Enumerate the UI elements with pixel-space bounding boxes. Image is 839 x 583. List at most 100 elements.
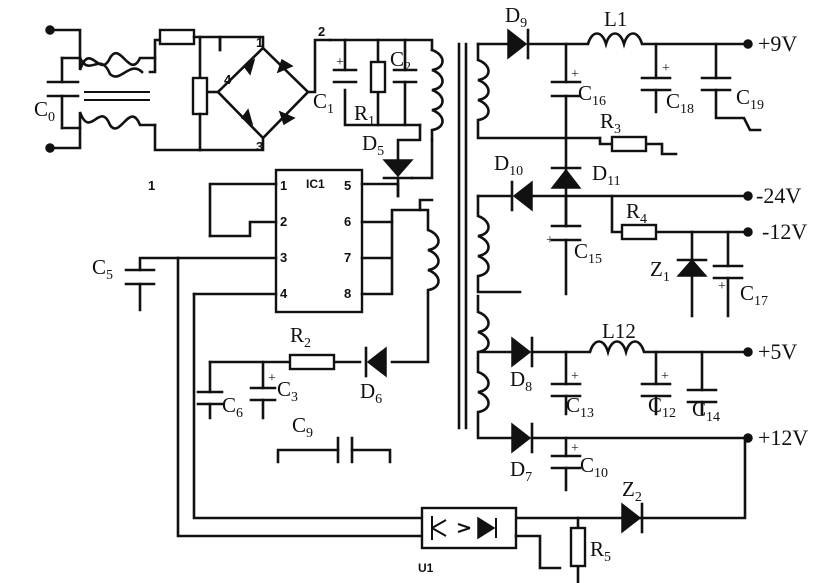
- svg-text:6: 6: [344, 214, 351, 229]
- d10-label: D10: [494, 151, 523, 179]
- svg-text:4: 4: [280, 286, 288, 301]
- output-9v-label: +9V: [758, 31, 797, 56]
- r1-label: R1: [354, 101, 375, 129]
- output-12v: +12V: [638, 425, 808, 520]
- capacitor-c14: C14: [686, 350, 720, 425]
- c0-label: C0: [34, 97, 55, 125]
- input-terminals: [45, 25, 82, 153]
- c19-label: C19: [736, 85, 764, 113]
- svg-text:2: 2: [280, 214, 287, 229]
- c12-label: C12: [648, 393, 676, 421]
- capacitor-c15: + C15: [546, 194, 602, 296]
- c13-label: C13: [566, 393, 594, 421]
- c1-label: C1: [313, 89, 334, 117]
- output-minus-24v-label: -24V: [756, 183, 801, 208]
- primary-dc-bus: +: [328, 38, 434, 127]
- c17-label: C17: [740, 281, 768, 309]
- capacitor-c6: C6: [196, 360, 243, 421]
- svg-text:5: 5: [344, 178, 351, 193]
- svg-text:8: 8: [344, 286, 351, 301]
- svg-text:3: 3: [280, 250, 287, 265]
- resistor-r4: R4: [610, 194, 747, 241]
- c2-label: C2: [390, 47, 411, 75]
- capacitor-c13: + C13: [550, 350, 594, 421]
- output-minus-12v: -12V: [743, 219, 807, 244]
- r2-label: R2: [290, 323, 311, 351]
- svg-text:+: +: [571, 369, 579, 384]
- output-9v: +9V: [743, 31, 797, 56]
- c14-label: C14: [692, 397, 720, 425]
- svg-text:+: +: [268, 371, 276, 386]
- diode-d11: D11: [550, 161, 621, 228]
- auxiliary-winding: [390, 198, 440, 364]
- diode-d8: D8: [510, 336, 534, 395]
- input-resistor-vertical: [191, 35, 209, 152]
- output-minus-12v-label: -12V: [762, 219, 807, 244]
- svg-text:+: +: [662, 61, 670, 76]
- resistor-r3: R3: [598, 109, 678, 156]
- secondary-winding-bottom: [476, 294, 514, 440]
- zener-z1: Z1: [650, 230, 708, 318]
- transformer-core: [457, 42, 468, 430]
- diode-d10: D10: [494, 151, 747, 212]
- node-1: 1: [256, 35, 263, 50]
- inductor-l1: L1: [526, 7, 747, 49]
- svg-text:+: +: [336, 55, 344, 70]
- d8-label: D8: [510, 367, 532, 395]
- c10-label: C10: [580, 453, 608, 481]
- capacitor-c1: C1: [313, 89, 334, 117]
- resistor-r1: R1: [354, 38, 387, 129]
- inductor-l12: L12: [530, 319, 747, 357]
- z2-label: Z2: [622, 477, 642, 505]
- z1-label: Z1: [650, 257, 670, 285]
- secondary-winding-top: [476, 42, 602, 140]
- capacitor-c5: C5: [92, 255, 180, 312]
- d9-label: D9: [505, 3, 527, 31]
- svg-text:+: +: [718, 279, 726, 294]
- bridge-rectifier: 1 2 3 4: [198, 24, 332, 154]
- capacitor-c17: + C17: [712, 230, 768, 318]
- d11-label: D11: [592, 161, 621, 189]
- r3-label: R3: [600, 109, 621, 137]
- capacitor-c12: + C12: [640, 350, 676, 421]
- capacitor-c18: + C18: [640, 42, 694, 117]
- input-resistor-top: [158, 28, 222, 52]
- capacitor-c10: + C10: [550, 436, 608, 492]
- node-3: 3: [256, 139, 263, 154]
- output-12v-label: +12V: [758, 425, 808, 450]
- diode-d6: D6: [360, 346, 387, 407]
- c3-label: C3: [277, 377, 298, 405]
- d5-label: D5: [362, 131, 384, 159]
- ic1-label: IC1: [306, 177, 325, 191]
- output-5v-label: +5V: [758, 339, 797, 364]
- node-4: 4: [224, 72, 232, 87]
- svg-text:+: +: [546, 233, 554, 248]
- primary-winding: [430, 48, 444, 142]
- r4-label: R4: [626, 199, 647, 227]
- c18-label: C18: [666, 89, 694, 117]
- zener-z2: Z2: [514, 477, 644, 534]
- node-2: 2: [318, 24, 325, 39]
- c15-label: C15: [574, 239, 602, 267]
- diode-d9: D9: [505, 3, 530, 60]
- secondary-winding-mid: [476, 194, 522, 294]
- svg-text:+: +: [661, 369, 669, 384]
- c6-label: C6: [222, 393, 243, 421]
- capacitor-c2: C2: [390, 38, 418, 127]
- diode-d7: D7: [510, 422, 747, 485]
- l1-label: L1: [604, 7, 627, 31]
- r5-label: R5: [590, 537, 611, 565]
- output-minus-24v: -24V: [743, 183, 801, 208]
- capacitor-c19: C19: [700, 42, 764, 132]
- d6-label: D6: [360, 379, 382, 407]
- svg-text:1: 1: [280, 178, 287, 193]
- resistor-r5: R5: [569, 516, 611, 583]
- ic1-controller: IC1 1 2 3 4 5 6 7 8: [176, 168, 400, 314]
- c9-label: C9: [292, 413, 313, 441]
- capacitor-c9: C9: [276, 413, 392, 464]
- u1-label: U1: [418, 561, 434, 575]
- optocoupler-u1: U1: [418, 506, 562, 575]
- d7-label: D7: [510, 457, 532, 485]
- stray-node-mark: 1: [148, 178, 155, 193]
